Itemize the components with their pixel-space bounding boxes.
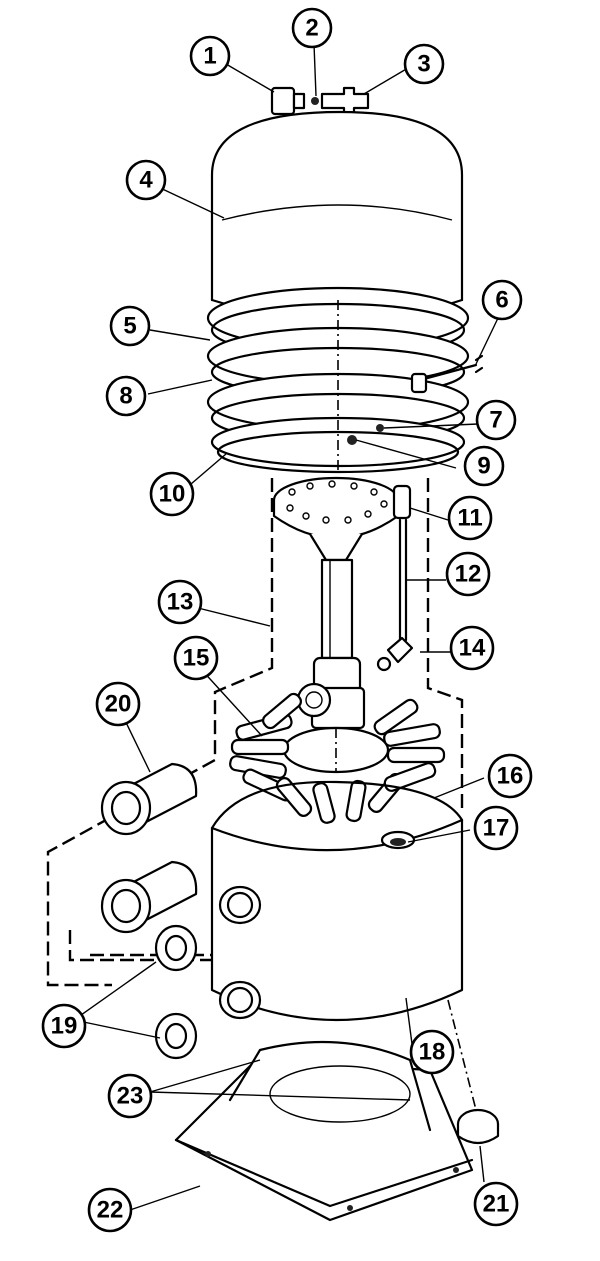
svg-text:16: 16 [497,763,524,790]
callout-15: 15 [173,635,219,681]
svg-text:9: 9 [477,453,490,480]
bulkhead-adapters [100,762,198,934]
svg-text:11: 11 [457,505,482,532]
svg-text:1: 1 [203,43,216,70]
union-couplings [154,924,198,1060]
callout-20: 20 [95,681,141,727]
svg-text:12: 12 [455,561,482,588]
callout-21: 21 [473,1181,519,1227]
manifold-head [272,476,400,660]
svg-text:17: 17 [483,815,510,842]
svg-text:15: 15 [183,645,210,672]
gauge-tube [376,484,414,672]
callout-18: 18 [409,1029,455,1075]
svg-text:10: 10 [159,481,186,508]
svg-text:18: 18 [419,1039,446,1066]
callout-16: 16 [487,753,533,799]
callout-7: 7 [475,399,517,441]
callout-14: 14 [449,625,495,671]
svg-text:8: 8 [119,383,132,410]
callout-10: 10 [149,471,195,517]
svg-text:13: 13 [167,589,194,616]
svg-text:5: 5 [123,313,136,340]
callout-5: 5 [109,305,151,347]
svg-text:20: 20 [105,691,132,718]
svg-text:19: 19 [51,1013,78,1040]
callout-4: 4 [125,159,167,201]
svg-text:3: 3 [417,51,430,78]
svg-text:21: 21 [483,1191,510,1218]
svg-text:4: 4 [139,167,153,194]
drain-cap [447,999,500,1145]
svg-text:23: 23 [117,1083,144,1110]
callout-9: 9 [463,445,505,487]
svg-text:6: 6 [495,287,508,314]
svg-text:22: 22 [97,1197,124,1224]
svg-text:14: 14 [459,635,486,662]
callout-2: 2 [291,7,333,49]
clamp-ring-assembly [206,286,484,474]
lateral-assembly [229,656,446,824]
callout-3: 3 [403,43,445,85]
callout-6: 6 [481,279,523,321]
callout-11: 11 [447,495,493,541]
callout-22: 22 [87,1187,133,1233]
callout-12: 12 [445,551,491,597]
svg-text:2: 2 [305,15,318,42]
callout-13: 13 [157,579,203,625]
callout-17: 17 [473,805,519,851]
callout-23: 23 [107,1073,153,1119]
callout-1: 1 [189,35,231,77]
callout-19: 19 [41,1003,87,1049]
tank-body [210,780,464,1021]
callout-8: 8 [105,375,147,417]
callout-labels: 1 2 3 4 5 6 8 7 9 10 11 12 13 14 15 20 1… [41,7,533,1233]
svg-text:7: 7 [489,407,502,434]
